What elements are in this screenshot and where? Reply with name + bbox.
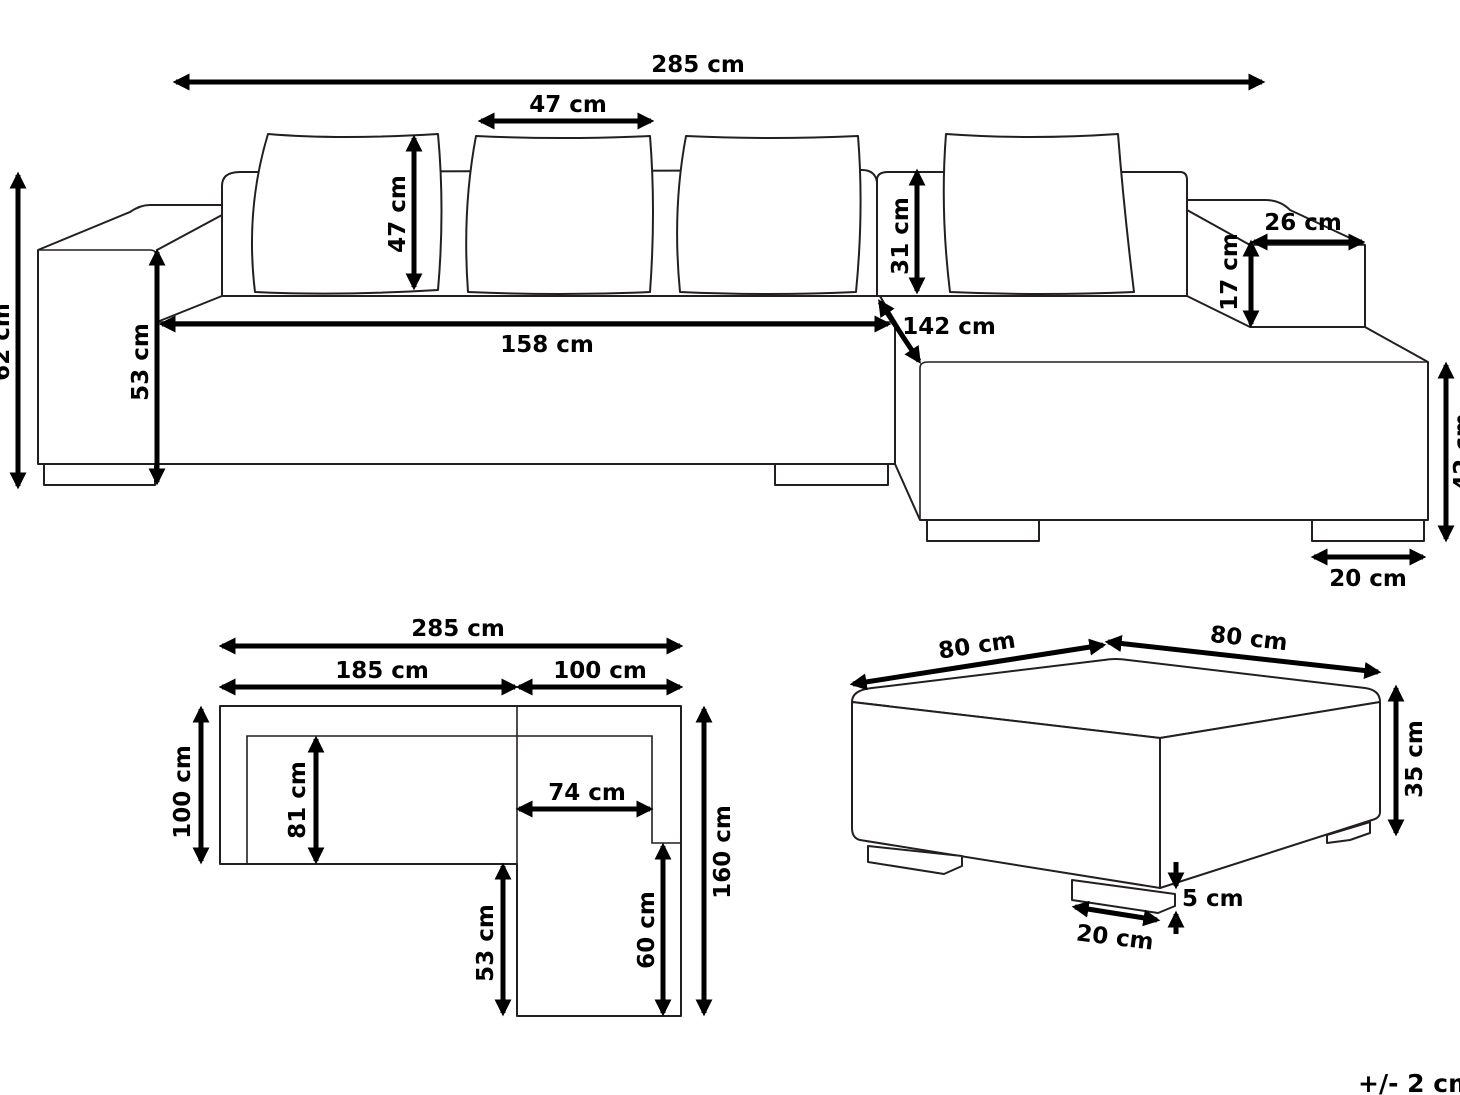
cushion [676, 135, 862, 295]
cushion [250, 133, 443, 295]
label-ottoman-leg-height: 5 cm [1182, 886, 1244, 912]
sofa-top-outline [219, 705, 682, 1017]
label-chaise-extension: 53 cm [473, 904, 499, 982]
sofa-top-view: 285 cm 185 cm 100 cm 100 cm 81 cm 74 cm … [170, 616, 736, 1017]
leg [867, 845, 963, 875]
label-armrest-depth: 26 cm [1264, 210, 1342, 236]
chaise-seat [879, 295, 1429, 521]
label-back-height: 31 cm [888, 197, 914, 275]
label-chaise-seat-length: 60 cm [634, 891, 660, 969]
label-seat-depth: 81 cm [285, 761, 311, 839]
ottoman-side [1159, 701, 1381, 889]
label-chaise-length: 160 cm [710, 805, 736, 899]
label-cushion-width: 47 cm [529, 92, 607, 118]
label-ottoman-depth: 80 cm [1209, 622, 1289, 657]
label-top-total-width: 285 cm [411, 616, 505, 642]
label-chaise-seat-width: 74 cm [548, 780, 626, 806]
leg [1311, 519, 1425, 542]
leg [43, 463, 156, 486]
label-front-total-width: 285 cm [651, 52, 745, 78]
ottoman-view: 80 cm 80 cm 35 cm 5 cm 20 cm [849, 622, 1428, 956]
label-leg-width: 20 cm [1329, 566, 1407, 592]
label-ottoman-height: 35 cm [1402, 720, 1428, 798]
label-seat-width: 158 cm [500, 332, 594, 358]
ottoman-front [851, 701, 1161, 889]
leg [774, 463, 889, 486]
label-chaise-depth: 142 cm [902, 314, 996, 340]
label-ottoman-leg-width: 20 cm [1075, 920, 1155, 955]
label-sofa-depth: 100 cm [170, 745, 196, 839]
label-seat-height: 53 cm [128, 323, 154, 401]
sofa-front-view: 285 cm 47 cm 47 cm 31 cm 62 cm 53 cm 158… [0, 52, 1460, 592]
cushion [942, 133, 1135, 295]
cushion [465, 135, 654, 295]
label-total-height: 62 cm [0, 303, 15, 381]
label-cushion-height: 47 cm [385, 175, 411, 253]
leg [926, 519, 1040, 542]
tolerance-note: +/- 2 cm [1358, 1069, 1460, 1095]
leg [1326, 821, 1371, 844]
label-armrest-height: 17 cm [1217, 233, 1243, 311]
label-chaise-height: 42 cm [1450, 413, 1460, 491]
label-sofa-part-width: 185 cm [335, 658, 429, 684]
label-chaise-width: 100 cm [553, 658, 647, 684]
